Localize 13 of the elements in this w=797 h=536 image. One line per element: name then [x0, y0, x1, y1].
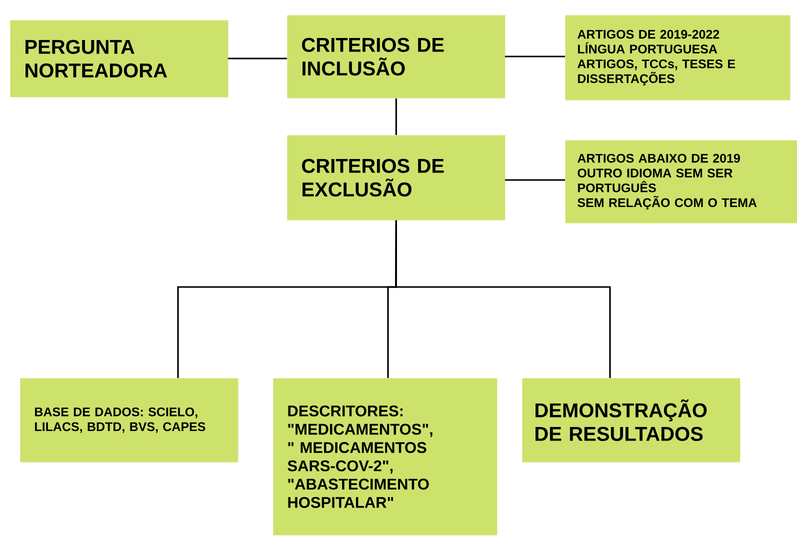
criteria-box: CRITERIOS DE EXCLUSÃO	[287, 135, 506, 220]
criteria-box: BASE DE DADOS: SCIELO, LILACS, BDTD, BVS, CAPES	[20, 378, 238, 462]
connector-line	[228, 58, 287, 60]
criteria-box: ARTIGOS DE 2019-2022 LÍNGUA PORTUGUESA ARTIGOS, TCCs, TESES E DISSERTAÇÕES	[565, 15, 790, 100]
connector-line	[505, 56, 565, 58]
connector-line	[395, 98, 397, 135]
connector-line	[505, 179, 565, 181]
criteria-box: DEMONSTRAÇÃO DE RESULTADOS	[522, 378, 740, 462]
connector-line	[395, 220, 611, 378]
criteria-box: ARTIGOS ABAIXO DE 2019 OUTRO IDIOMA SEM SER PORTUGUÊS SEM RELAÇÃO COM O TEMA	[565, 140, 797, 224]
criteria-box: CRITERIOS DE INCLUSÃO	[287, 15, 506, 98]
criteria-box: DESCRITORES: "MEDICAMENTOS", " MEDICAMENTOS SARS-COV-2", "ABASTECIMENTO HOSPITALAR"	[273, 378, 498, 536]
criteria-box: PERGUNTA NORTEADORA	[10, 20, 228, 98]
